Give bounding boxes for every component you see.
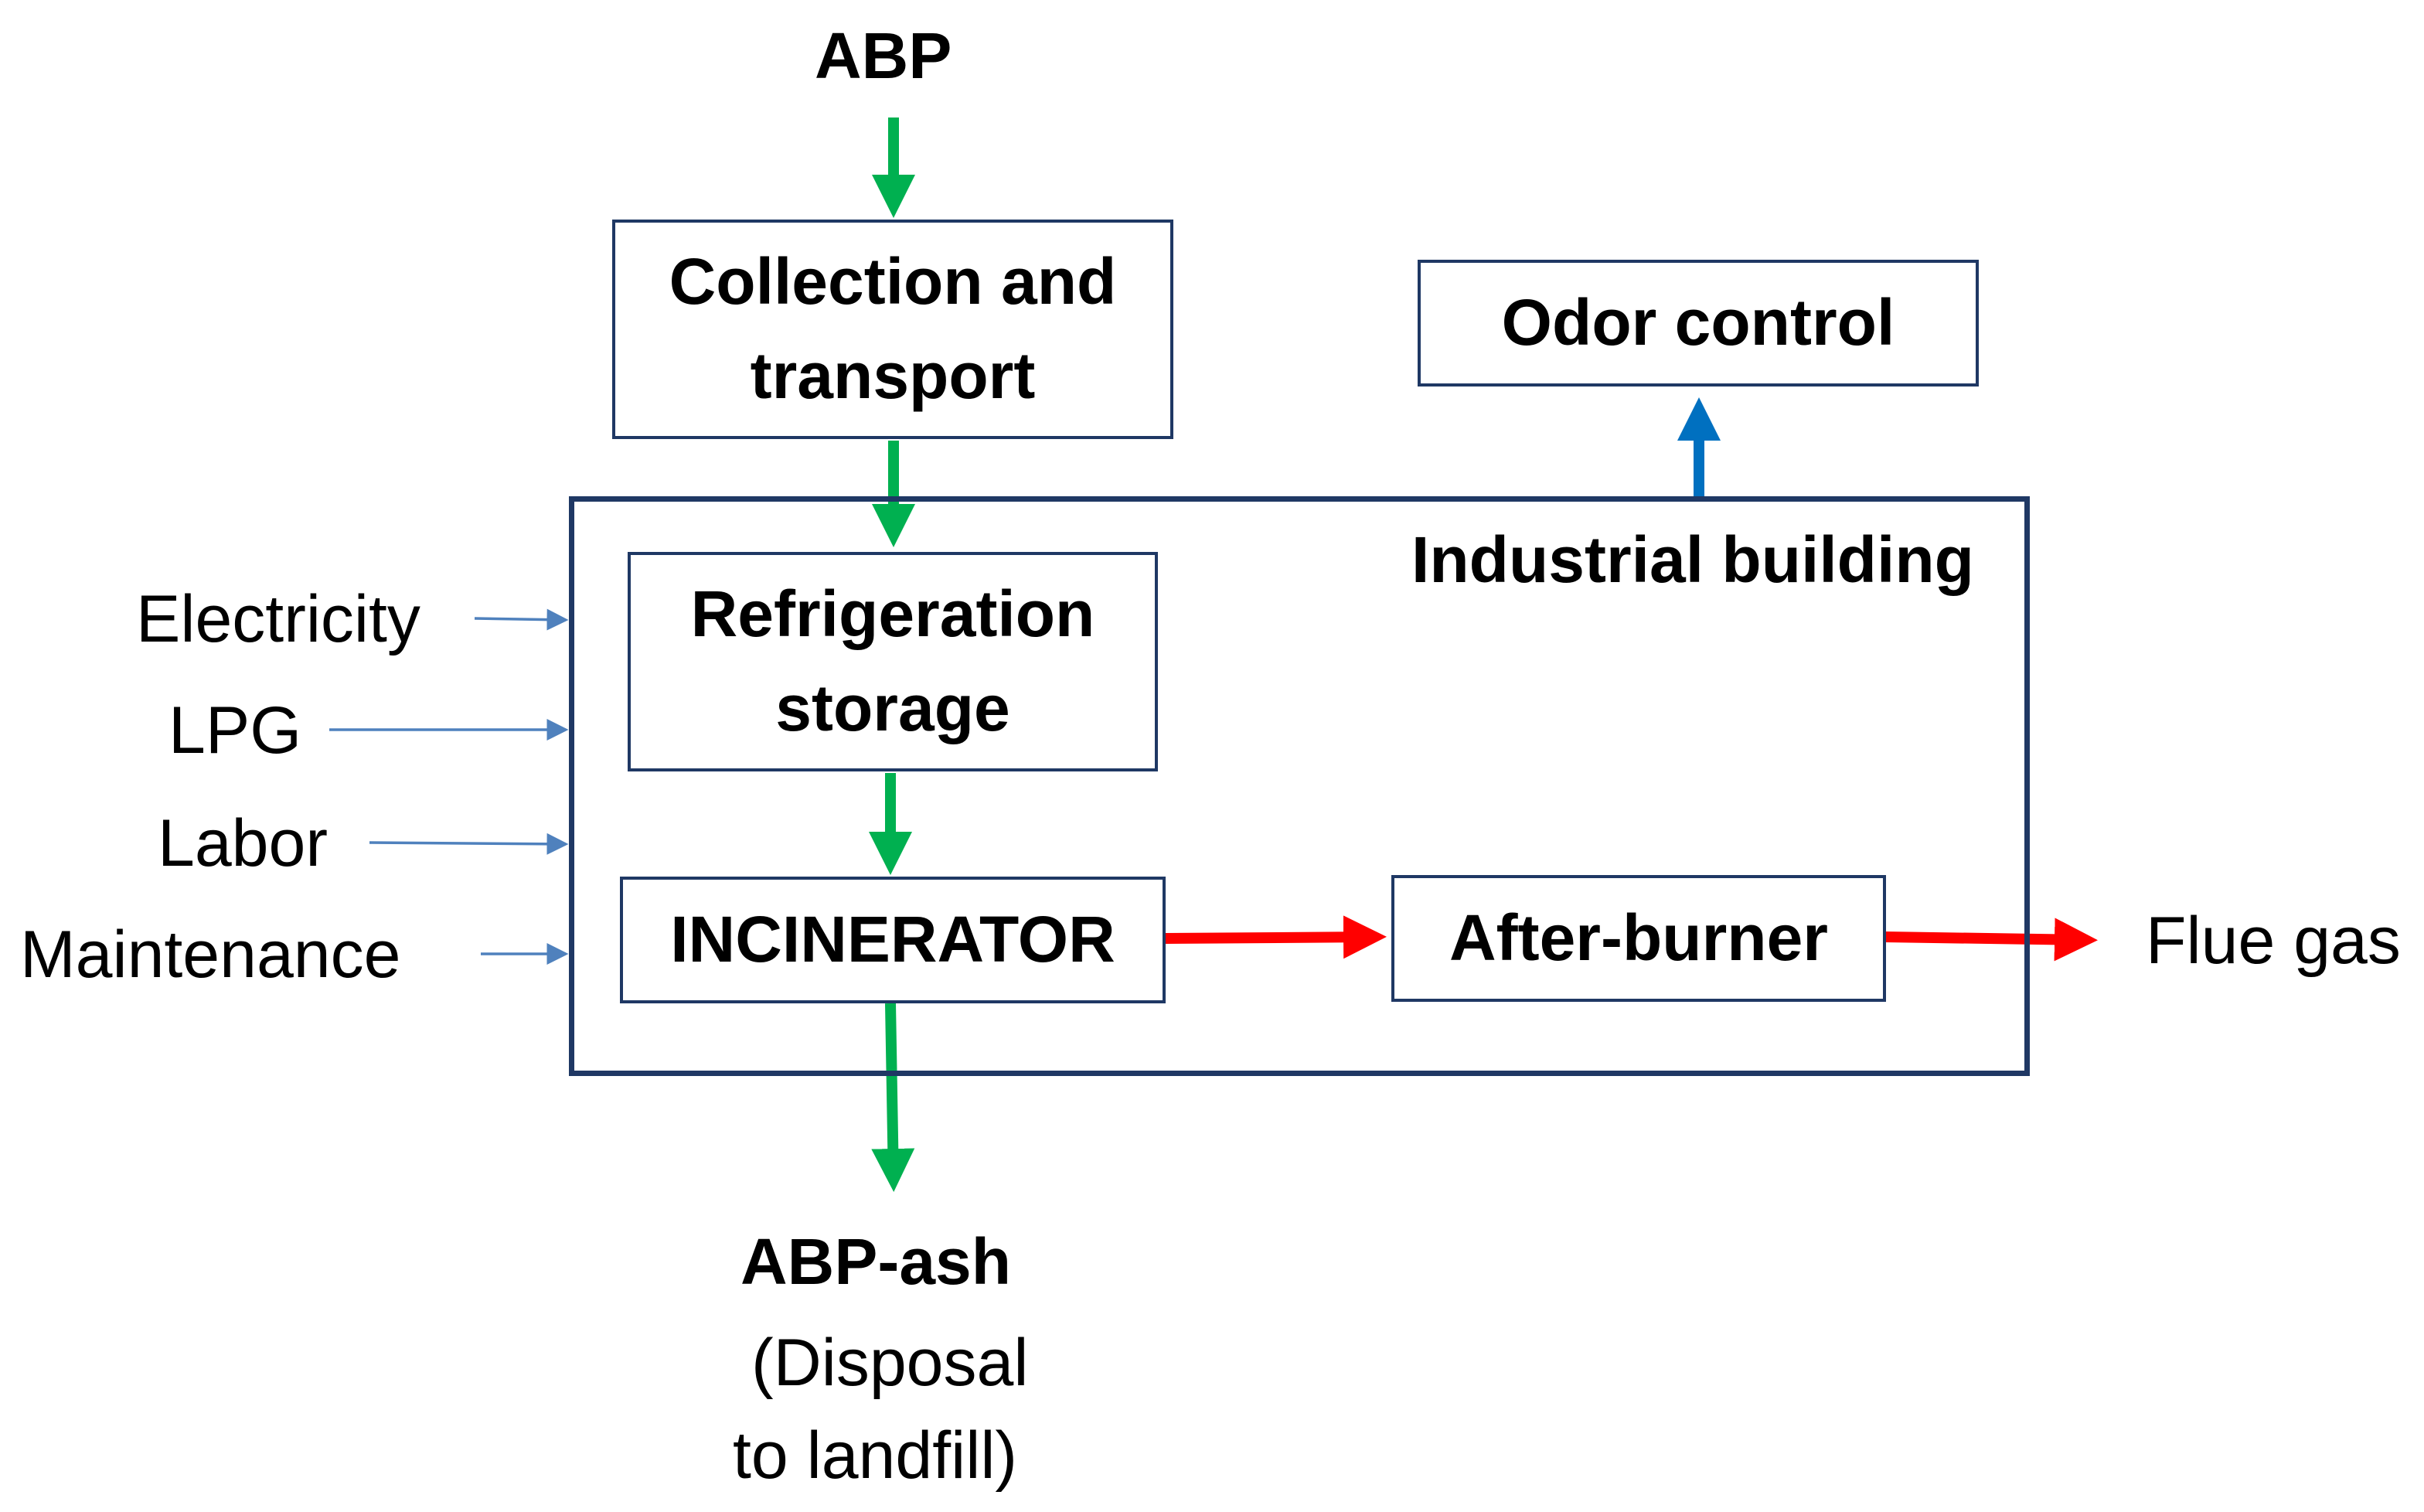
labor-input-label: Labor <box>158 806 328 880</box>
arrow-electricity-input <box>474 608 569 631</box>
ash-disposal-note-line1: (Disposal <box>751 1326 1029 1400</box>
abp-input-label: ABP <box>815 19 952 92</box>
refrigeration-storage-box: Refrigeration storage <box>628 552 1158 771</box>
refrigeration-box-line1: Refrigeration <box>690 577 1095 651</box>
odor-control-label: Odor control <box>1501 286 1895 359</box>
collection-transport-box: Collection and transport <box>612 220 1173 439</box>
maintenance-input-label: Maintenance <box>20 918 401 992</box>
collection-box-line2: transport <box>750 339 1036 412</box>
abp-ash-label: ABP-ash <box>740 1225 1012 1298</box>
electricity-input-label: Electricity <box>136 582 420 656</box>
after-burner-box: After-burner <box>1391 875 1886 1002</box>
arrow-incinerator-to-ash <box>871 1003 915 1192</box>
incinerator-label: INCINERATOR <box>670 903 1115 976</box>
lpg-input-label: LPG <box>169 693 302 768</box>
arrow-labor-input <box>369 833 569 855</box>
industrial-building-label: Industrial building <box>1411 523 1974 596</box>
odor-control-box: Odor control <box>1418 260 1979 387</box>
collection-box-line1: Collection and <box>669 245 1117 318</box>
ash-disposal-note-line2: to landfill) <box>733 1418 1018 1493</box>
refrigeration-box-line2: storage <box>775 672 1010 744</box>
flue-gas-label: Flue gas <box>2146 904 2401 978</box>
incinerator-box: INCINERATOR <box>620 877 1166 1003</box>
industrial-building-frame <box>569 496 2030 1076</box>
after-burner-label: After-burner <box>1449 901 1828 975</box>
arrow-afterburner-to-flue-gas <box>1884 918 2098 962</box>
arrow-incinerator-to-afterburner <box>1165 915 1387 959</box>
